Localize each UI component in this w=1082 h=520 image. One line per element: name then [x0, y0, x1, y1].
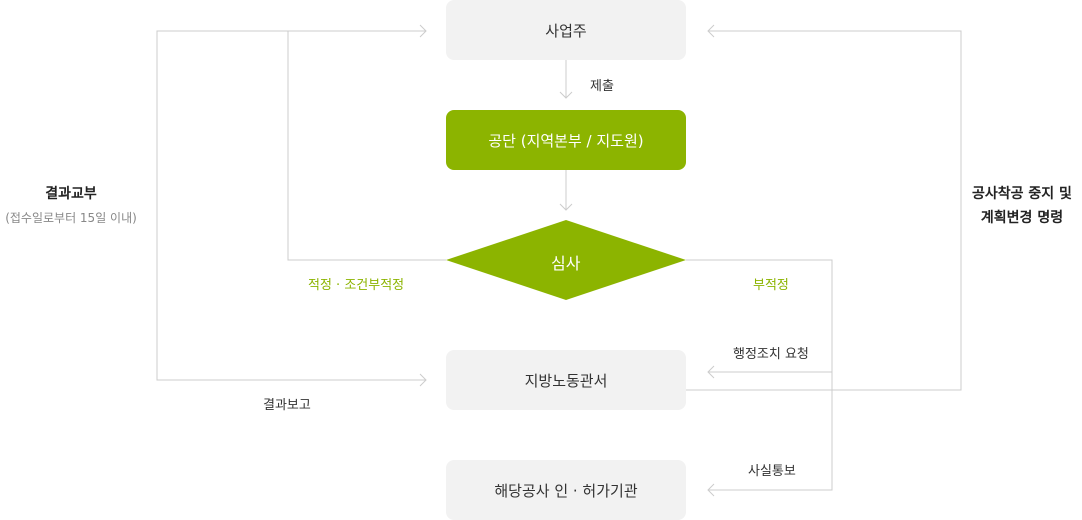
arrowhead-employer-right — [707, 24, 715, 38]
edge-label-result-report: 결과보고 — [263, 398, 311, 413]
left-note-subtitle: (접수일로부터 15일 이내) — [5, 211, 137, 225]
node-employer: 사업주 — [446, 0, 686, 60]
edge-label-adequate: 적정 · 조건부적정 — [308, 278, 405, 293]
node-agency: 공단 (지역본부 / 지도원) — [446, 110, 686, 170]
left-note-title: 결과교부 — [45, 186, 97, 202]
arrowhead-labor-office-right — [707, 365, 715, 379]
left-note: 결과교부 (접수일로부터 15일 이내) — [0, 183, 142, 226]
edge-label-submit: 제출 — [590, 79, 614, 94]
node-agency-label: 공단 (지역본부 / 지도원) — [488, 131, 644, 150]
node-labor-office-label: 지방노동관서 — [524, 371, 608, 390]
node-employer-label: 사업주 — [545, 21, 587, 40]
node-labor-office: 지방노동관서 — [446, 350, 686, 410]
node-review-label: 심사 — [551, 254, 581, 273]
arrow-inadequate-path — [686, 259, 833, 491]
edge-label-admin-request: 행정조치 요청 — [733, 347, 809, 362]
right-note: 공사착공 중지 및 계획변경 명령 — [962, 182, 1082, 230]
right-note-line1: 공사착공 중지 및 — [972, 186, 1072, 202]
node-permit-agency-label: 해당공사 인 · 허가기관 — [494, 481, 638, 500]
node-permit-agency: 해당공사 인 · 허가기관 — [446, 460, 686, 520]
review-diamond — [446, 220, 686, 300]
edge-label-fact-notice: 사실통보 — [748, 464, 796, 479]
edge-label-inadequate: 부적정 — [753, 278, 789, 293]
arrowhead-review — [559, 203, 573, 211]
arrowhead-labor-office-left — [419, 373, 427, 387]
arrow-adequate-to-employer — [287, 30, 446, 261]
arrowhead-permit-agency — [707, 483, 715, 497]
arrow-result-path — [156, 30, 426, 381]
arrow-order-to-employer — [686, 30, 962, 391]
arrowhead-agency — [559, 91, 573, 99]
right-note-line2: 계획변경 명령 — [980, 210, 1064, 226]
